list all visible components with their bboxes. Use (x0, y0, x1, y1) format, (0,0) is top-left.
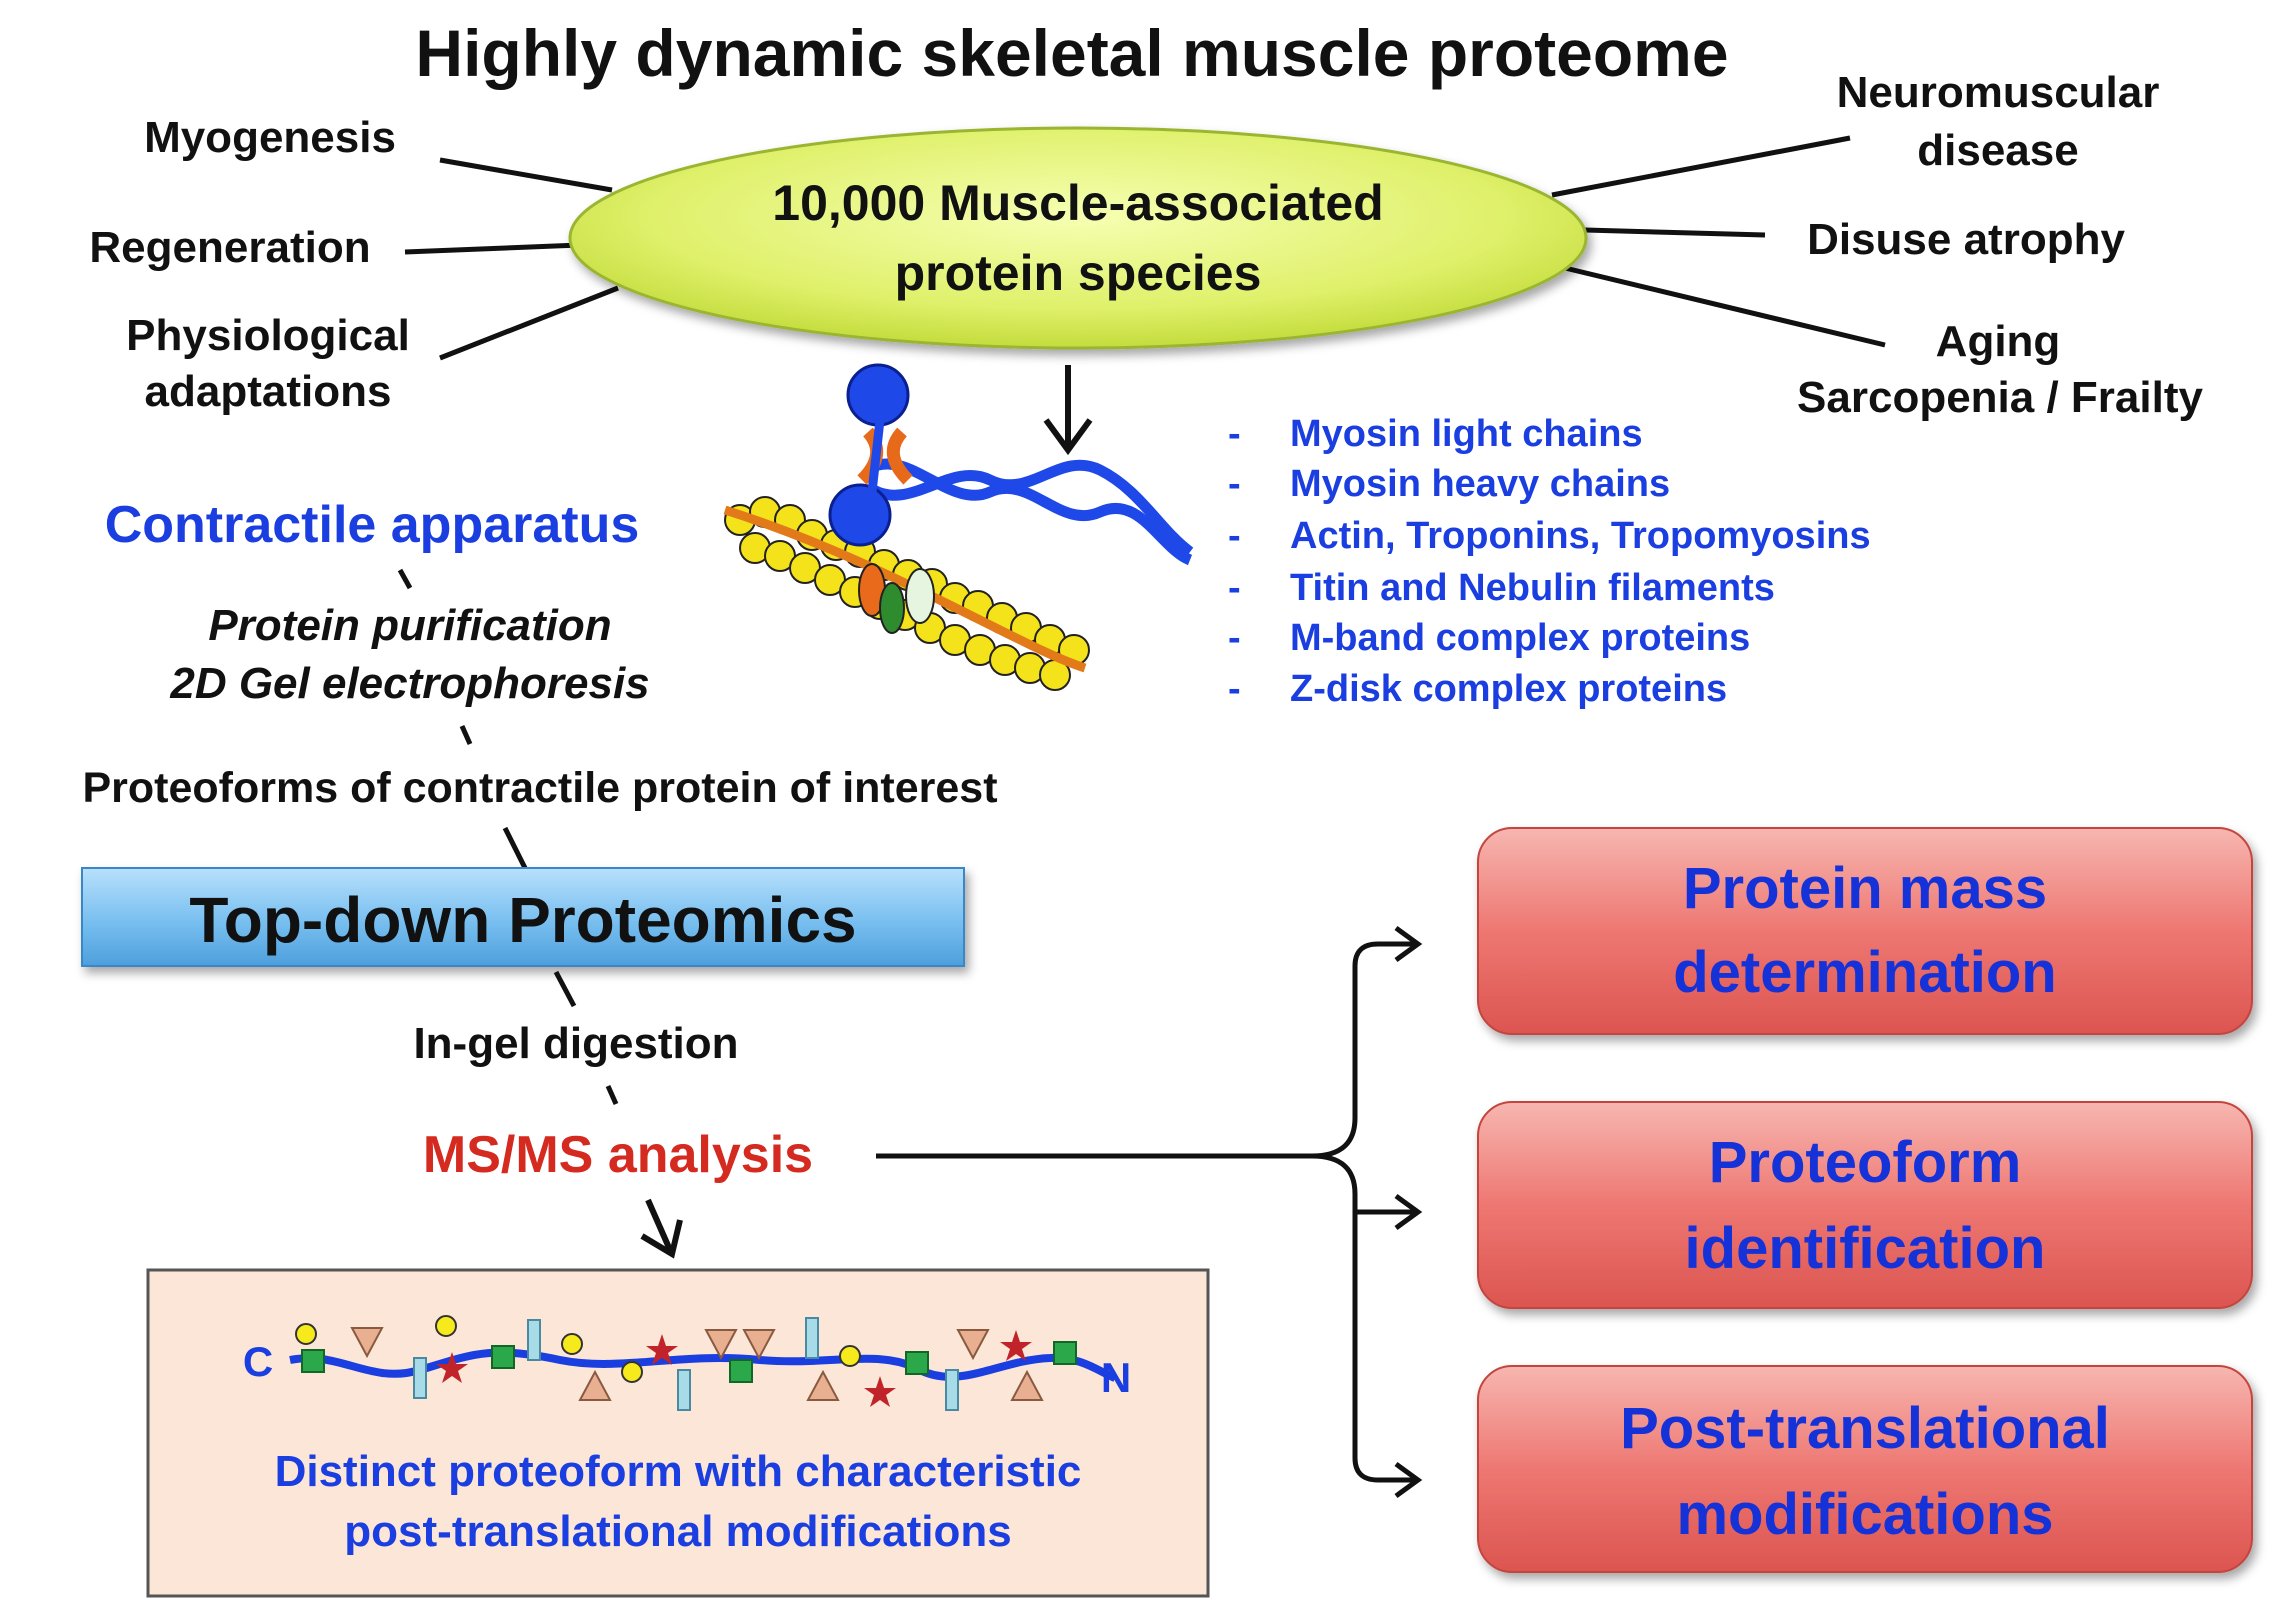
list-dash: - (1228, 515, 1241, 557)
context-physiological: Physiological (126, 311, 410, 360)
context-connectors (404, 135, 1886, 361)
proteoform-strand-icon (289, 1315, 1117, 1411)
context-disease: disease (1917, 126, 2078, 175)
outcome-2-line-1: Proteoform (1709, 1130, 2022, 1195)
proteoform-box (146, 1268, 1210, 1598)
outcome-bracket (876, 925, 1423, 1499)
outcome-ptm-box (1477, 1365, 2253, 1573)
c-terminus-label: C (243, 1338, 273, 1385)
sarcomere-illustration-icon (723, 363, 1194, 691)
component-m-band: M-band complex proteins (1290, 617, 1750, 659)
context-myogenesis: Myogenesis (144, 113, 396, 162)
context-disuse-atrophy: Disuse atrophy (1807, 215, 2125, 264)
step-ms-ms-analysis: MS/MS analysis (423, 1126, 813, 1184)
contractile-components-list: - Myosin light chains - Myosin heavy cha… (1228, 413, 1871, 710)
outcome-1-line-2: determination (1673, 940, 2057, 1005)
flow-connector (502, 826, 528, 870)
list-dash: - (1228, 413, 1241, 455)
list-dash: - (1228, 463, 1241, 505)
banner-label: Top-down Proteomics (189, 884, 856, 956)
flow-connector (605, 1084, 619, 1106)
ellipse-line-2: protein species (895, 245, 1262, 301)
muscle-protein-ellipse (568, 126, 1588, 350)
n-terminus-label: N (1101, 1354, 1131, 1401)
outcome-protein-mass-box (1477, 827, 2253, 1035)
flow-connector (459, 724, 473, 746)
ms-down-arrow (640, 1198, 683, 1259)
outcome-2-line-2: identification (1685, 1216, 2046, 1281)
context-adaptations: adaptations (145, 367, 392, 416)
diagram-title: Highly dynamic skeletal muscle proteome (415, 16, 1728, 90)
step-2d-gel: 2D Gel electrophoresis (169, 659, 649, 708)
outcome-proteoform-id-box (1477, 1101, 2253, 1309)
step-proteoforms: Proteoforms of contractile protein of in… (82, 764, 997, 812)
component-myosin-light-chains: Myosin light chains (1290, 413, 1643, 455)
outcome-3-line-2: modifications (1676, 1482, 2053, 1547)
proteoform-caption-line-2: post-translational modifications (344, 1507, 1011, 1556)
step-protein-purification: Protein purification (208, 601, 611, 650)
ellipse-down-arrow (1043, 365, 1093, 456)
context-aging: Aging (1936, 317, 2061, 366)
component-titin-nebulin: Titin and Nebulin filaments (1290, 567, 1775, 609)
step-in-gel-digestion: In-gel digestion (413, 1019, 738, 1068)
outcome-1-line-1: Protein mass (1683, 856, 2047, 921)
top-down-proteomics-banner (81, 867, 965, 967)
flow-connector (397, 568, 413, 590)
context-neuromuscular: Neuromuscular (1837, 68, 2160, 117)
outcome-3-line-1: Post-translational (1620, 1396, 2110, 1461)
list-dash: - (1228, 668, 1241, 710)
list-dash: - (1228, 567, 1241, 609)
flow-connector (553, 970, 577, 1008)
ellipse-line-1: 10,000 Muscle-associated (772, 175, 1383, 231)
component-myosin-heavy-chains: Myosin heavy chains (1290, 463, 1670, 505)
context-regeneration: Regeneration (89, 223, 370, 272)
contractile-heading: Contractile apparatus (105, 496, 640, 554)
component-actin-troponins: Actin, Troponins, Tropomyosins (1290, 515, 1871, 557)
context-sarcopenia: Sarcopenia / Frailty (1797, 373, 2203, 422)
list-dash: - (1228, 617, 1241, 659)
proteoform-caption-line-1: Distinct proteoform with characteristic (275, 1447, 1082, 1496)
component-z-disk: Z-disk complex proteins (1290, 668, 1727, 710)
